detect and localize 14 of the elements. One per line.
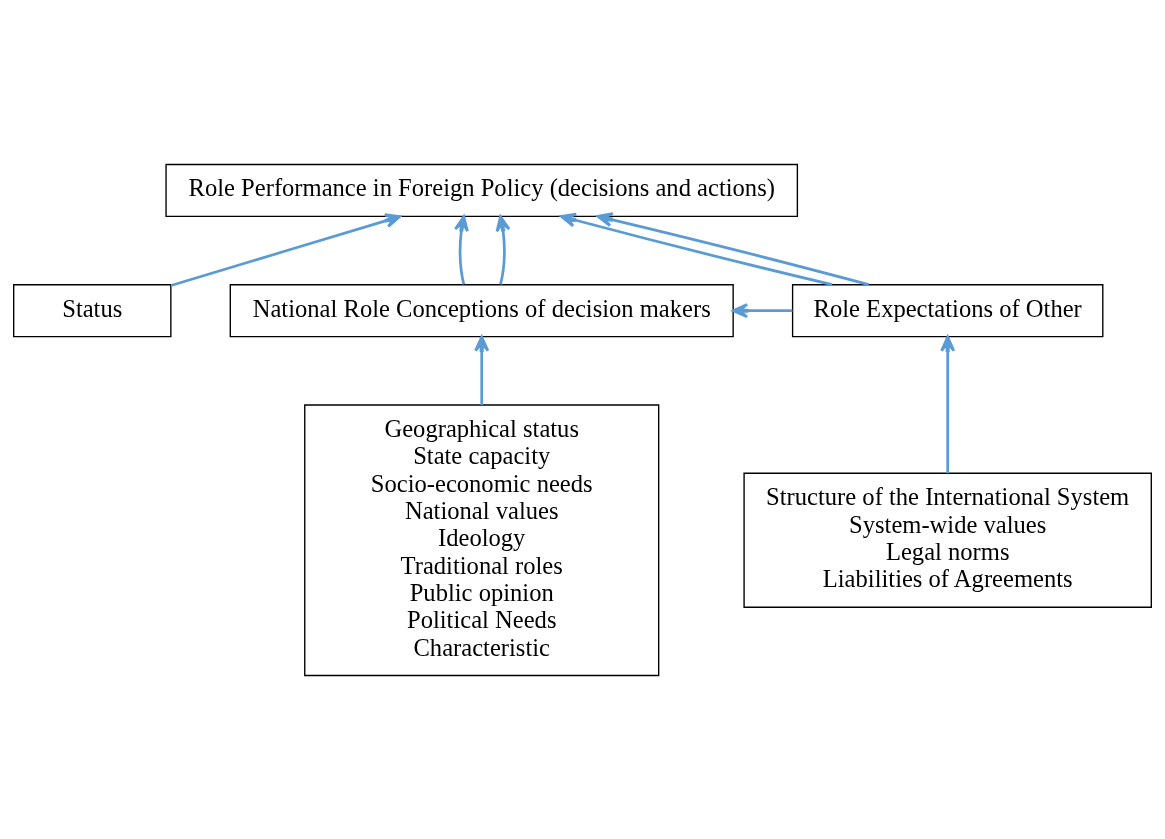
node-box: Role Expectations of Other: [791, 283, 1104, 337]
arrow: [474, 335, 490, 405]
node-box: Geographical status State capacity Socio-economic needs National values Ideology Traditional roles Public opinion Political Needs Characteristic: [304, 403, 660, 676]
arrow: [454, 214, 469, 285]
node-box: Role Performance in Foreign Policy (decisions and actions): [165, 163, 799, 217]
node-box: National Role Conceptions of decision makers: [229, 283, 734, 337]
arrow: [732, 302, 793, 318]
arrow: [940, 335, 956, 473]
node-box: Structure of the International System System-wide values Legal norms Liabilities of Agreements: [743, 472, 1152, 608]
arrow: [560, 212, 833, 286]
node-box: Status: [13, 283, 172, 337]
arrow: [170, 212, 402, 287]
arrow: [495, 214, 511, 285]
arrow: [596, 211, 870, 286]
